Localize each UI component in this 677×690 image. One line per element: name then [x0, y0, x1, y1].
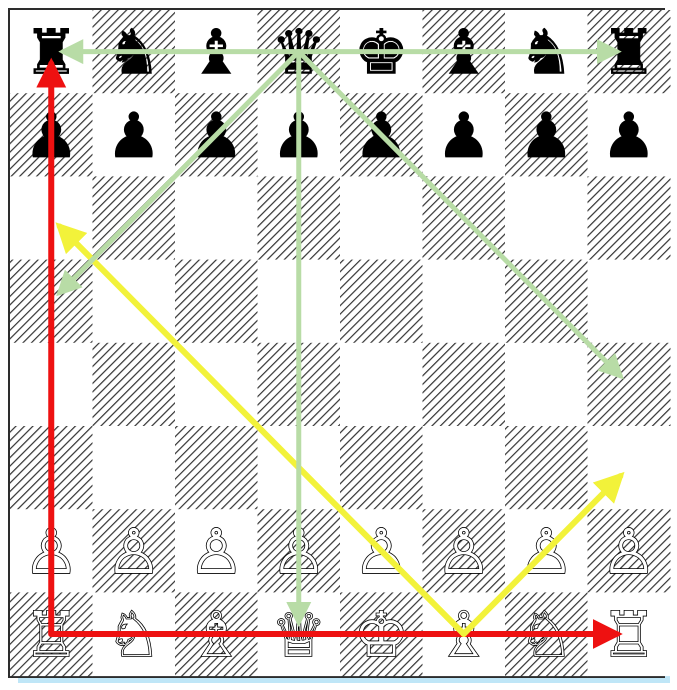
light-square-h5	[588, 260, 671, 344]
dark-square-c5	[175, 260, 258, 344]
dark-square-h6	[588, 176, 671, 260]
black-piece-b7: ♟	[106, 99, 162, 172]
dark-square-e3	[340, 426, 423, 510]
dark-square-f4	[423, 343, 506, 427]
dark-square-b4	[93, 343, 176, 427]
white-piece-c2: ♙	[188, 515, 244, 588]
dark-square-g3	[505, 426, 588, 510]
light-square-f5	[423, 260, 506, 344]
white-piece-h2: ♙	[601, 515, 657, 588]
dark-square-c3	[175, 426, 258, 510]
black-piece-h7: ♟	[601, 99, 657, 172]
black-piece-f7: ♟	[436, 99, 492, 172]
light-square-f3	[423, 426, 506, 510]
white-piece-f2: ♙	[436, 515, 492, 588]
light-square-b3	[93, 426, 176, 510]
light-square-g4	[505, 343, 588, 427]
black-piece-g7: ♟	[518, 99, 574, 172]
light-square-e4	[340, 343, 423, 427]
light-square-g6	[505, 176, 588, 260]
light-square-c6	[175, 176, 258, 260]
dark-square-e5	[340, 260, 423, 344]
light-square-e6	[340, 176, 423, 260]
white-piece-b2: ♙	[106, 515, 162, 588]
